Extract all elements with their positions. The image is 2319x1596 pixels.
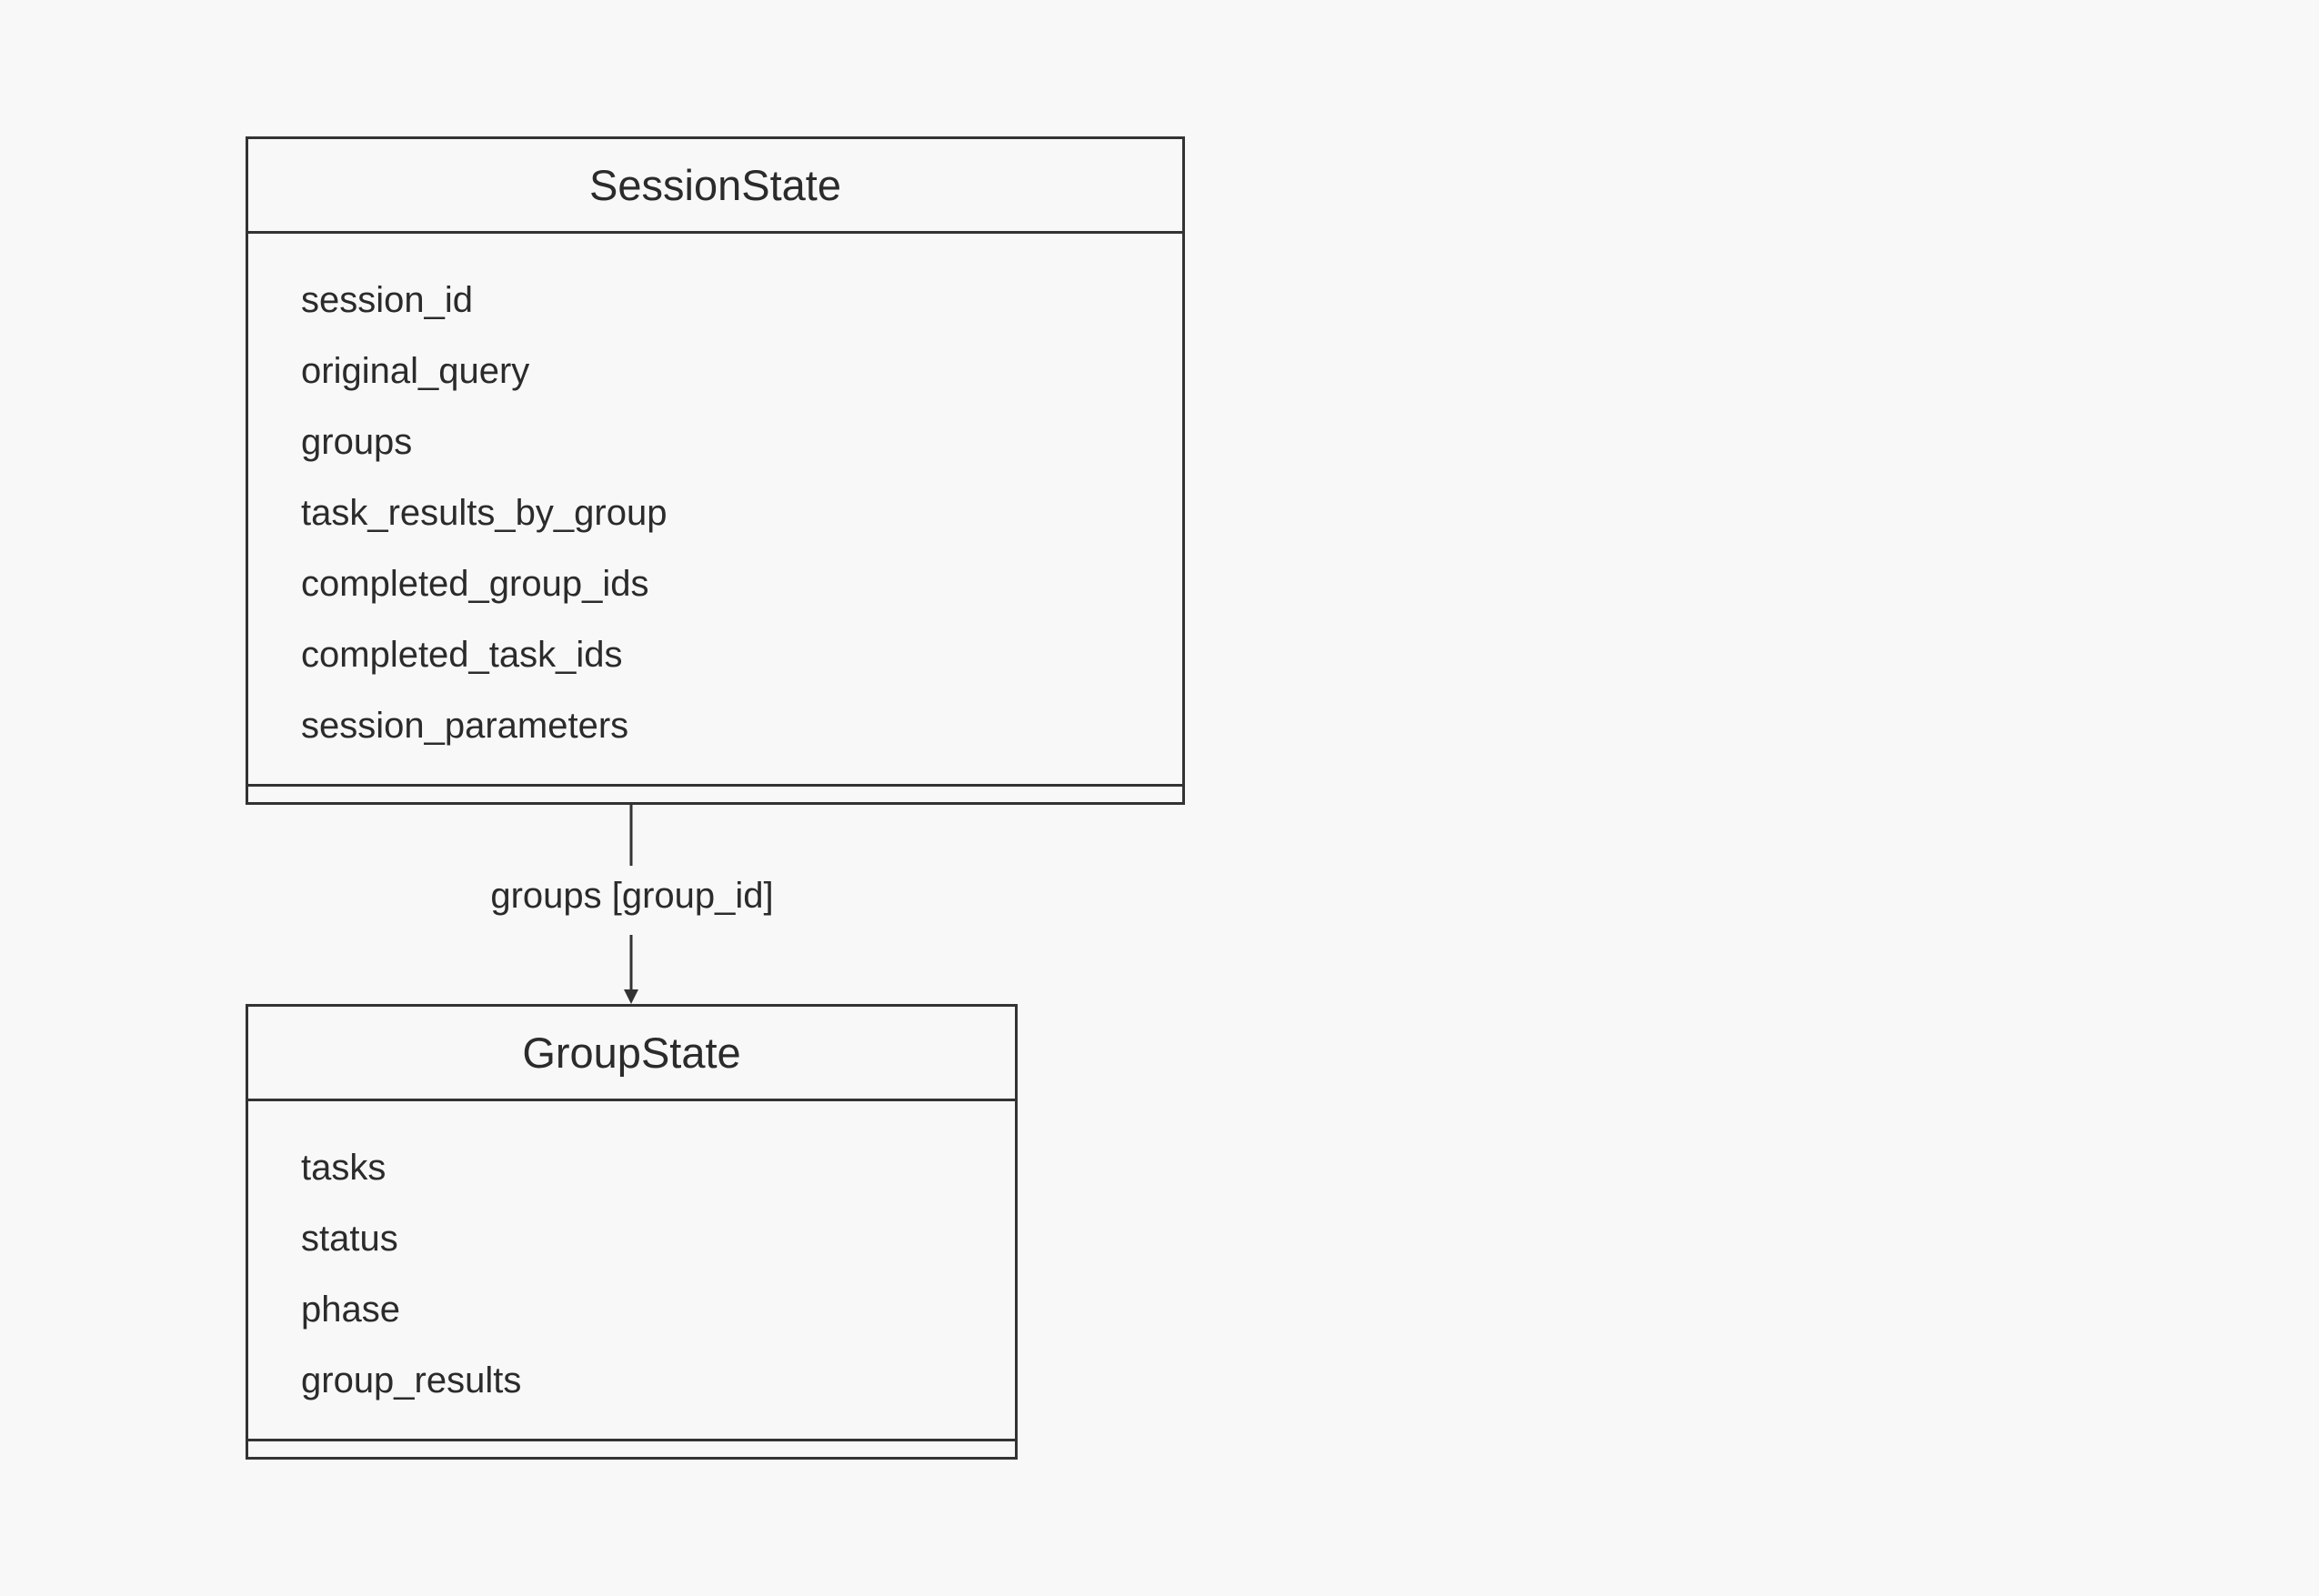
attribute-list: session_id original_query groups task_re… xyxy=(248,234,1182,787)
attribute: completed_task_ids xyxy=(301,635,623,675)
class-name: GroupState xyxy=(248,1007,1015,1101)
attribute: task_results_by_group xyxy=(301,493,668,533)
attribute: phase xyxy=(301,1290,400,1330)
method-compartment xyxy=(248,787,1182,808)
relation-label: groups [group_id] xyxy=(437,868,828,923)
attribute: groups xyxy=(301,422,413,462)
attribute: status xyxy=(301,1219,398,1259)
group-state-class: GroupState tasks status phase group_resu… xyxy=(246,1004,1018,1460)
method-compartment xyxy=(248,1441,1015,1462)
attribute: completed_group_ids xyxy=(301,564,649,604)
class-name: SessionState xyxy=(248,139,1182,234)
attribute: session_id xyxy=(301,280,474,320)
attribute: group_results xyxy=(301,1360,522,1400)
attribute: session_parameters xyxy=(301,706,629,746)
session-state-class: SessionState session_id original_query g… xyxy=(246,136,1185,805)
attribute: original_query xyxy=(301,351,530,391)
attribute: tasks xyxy=(301,1148,386,1188)
relation-arrowhead xyxy=(624,989,638,1004)
attribute-list: tasks status phase group_results xyxy=(248,1101,1015,1441)
